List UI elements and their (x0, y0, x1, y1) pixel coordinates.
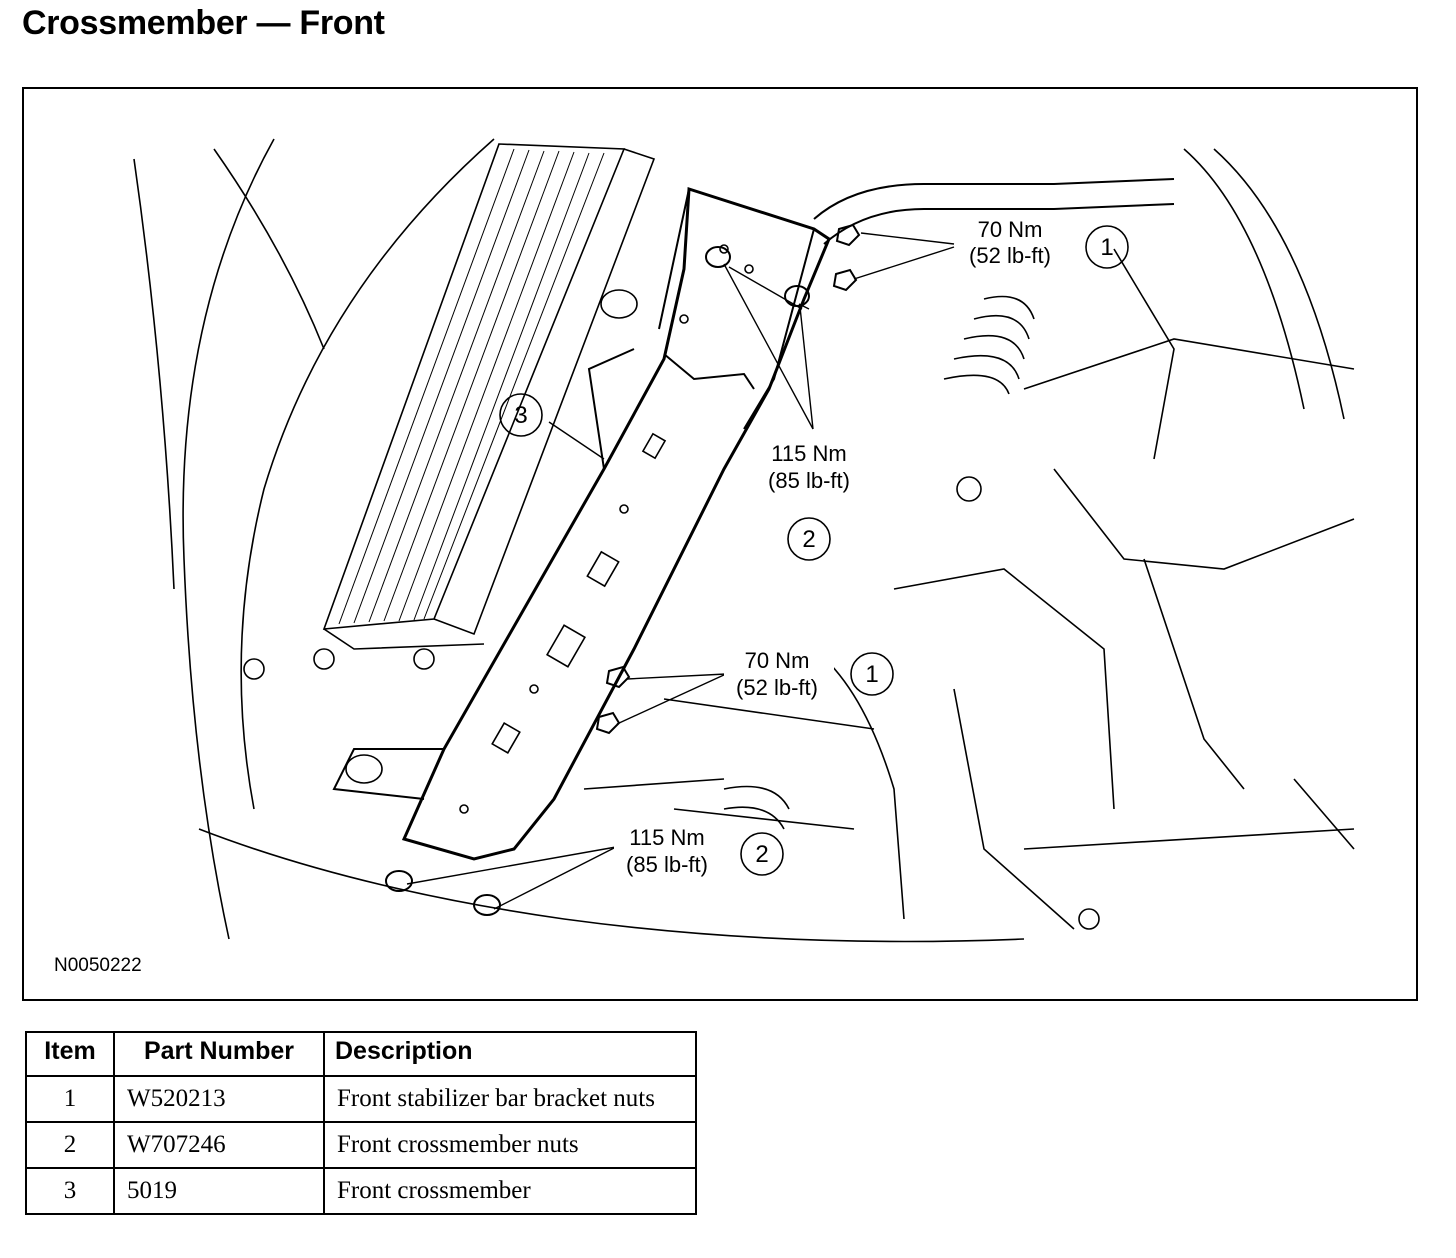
cell-item: 1 (25, 1075, 115, 1123)
diagram-figure: 1 3 2 1 2 70 Nm (52 lb-ft) 115 Nm (85 lb… (22, 87, 1418, 1001)
callout-circle-2-bottom (740, 832, 784, 876)
leader-lines (406, 232, 955, 910)
front-crossmember (401, 186, 831, 861)
radiator-core (338, 148, 605, 625)
crossmember-illustration: 1 3 2 1 2 70 Nm (52 lb-ft) 115 Nm (85 lb… (133, 138, 1355, 943)
column-header-part-number: Part Number (113, 1031, 325, 1077)
body-outline-left (182, 138, 275, 940)
cell-item: 3 (25, 1167, 115, 1215)
callout-circle-1-middle (850, 652, 894, 696)
torque-label-nm: 70 Nm (745, 648, 810, 673)
callout-circle-2-upper (787, 517, 831, 561)
torque-label-nm: 70 Nm (978, 217, 1043, 242)
body-outline-bottom (198, 828, 1025, 943)
cell-description: Front stabilizer bar bracket nuts (323, 1075, 697, 1123)
torque-label-lbft: (85 lb-ft) (768, 468, 850, 493)
column-header-description: Description (323, 1031, 697, 1077)
table-row: 3 5019 Front crossmember (25, 1167, 697, 1215)
callout-circle-1-top (1085, 225, 1129, 269)
table-header-row: Item Part Number Description (25, 1031, 697, 1077)
torque-label-lbft: (52 lb-ft) (969, 243, 1051, 268)
cell-part-number: 5019 (113, 1167, 325, 1215)
callout-number: 1 (1100, 234, 1113, 261)
body-outline-inner (240, 138, 495, 810)
tire-edge (133, 158, 175, 590)
callout-number: 3 (514, 402, 527, 429)
page-title: Crossmember — Front (22, 4, 385, 42)
torque-label-nm: 115 Nm (629, 825, 704, 850)
torque-label-lbft: (85 lb-ft) (626, 852, 708, 877)
callout-number: 1 (865, 661, 878, 688)
torque-label-nm: 115 Nm (771, 441, 846, 466)
cell-item: 2 (25, 1121, 115, 1169)
table-row: 2 W707246 Front crossmember nuts (25, 1121, 697, 1169)
cell-part-number: W520213 (113, 1075, 325, 1123)
figure-id: N0050222 (54, 955, 142, 976)
cell-part-number: W707246 (113, 1121, 325, 1169)
steering-boot (723, 295, 1035, 830)
stabilizer-bar (813, 178, 1175, 220)
cell-description: Front crossmember (323, 1167, 697, 1215)
cell-description: Front crossmember nuts (323, 1121, 697, 1169)
table-row: 1 W520213 Front stabilizer bar bracket n… (25, 1075, 697, 1123)
parts-table: Item Part Number Description 1 W520213 F… (25, 1031, 697, 1215)
torque-label-lbft: (52 lb-ft) (736, 675, 818, 700)
callout-number: 2 (802, 526, 815, 553)
callout-number: 2 (755, 841, 768, 868)
callout-circle-3 (499, 393, 543, 437)
column-header-item: Item (25, 1031, 115, 1077)
